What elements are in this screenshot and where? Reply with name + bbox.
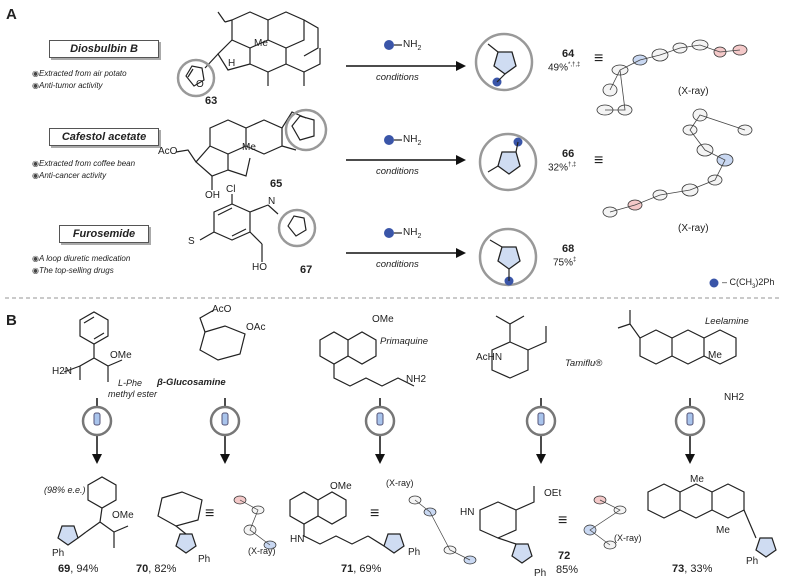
atom-label: Me	[716, 525, 730, 536]
panel-a-scheme	[5, 11, 782, 299]
product-yield: 69, 94%	[58, 563, 99, 575]
atom-label: OMe	[330, 481, 352, 492]
xray-label: (X-ray)	[678, 223, 709, 234]
equivalent-sign: ≡	[558, 512, 568, 529]
conditions-label: conditions	[376, 72, 419, 83]
reaction-arrows	[346, 65, 462, 254]
reagent-label: NH2	[403, 227, 422, 240]
product-note: (X-ray)	[248, 546, 276, 556]
atom-label-h: H	[228, 58, 236, 69]
equivalent-sign: ≡	[205, 505, 215, 522]
atom-label-ho: HO	[252, 262, 267, 273]
atom-label: OMe	[112, 510, 134, 521]
atom-label-n: N	[268, 196, 276, 207]
product-yield: 49%*,†,‡	[548, 62, 581, 74]
product-number: 64	[562, 48, 575, 60]
reagent-label: NH2	[403, 134, 422, 147]
conditions-label: conditions	[376, 166, 419, 177]
atom-label: OAc	[246, 322, 266, 333]
product-yield: 71, 69%	[341, 563, 382, 575]
atom-label: Me	[708, 350, 722, 361]
atom-label: NH2	[406, 374, 427, 385]
atom-label: OMe	[372, 314, 394, 325]
equivalent-sign: ≡	[594, 152, 604, 169]
product-yield: 32%†,‡	[548, 162, 577, 174]
compound-name-furosemide: Furosemide	[59, 225, 149, 243]
bullet-2: The top-selling drugs	[32, 265, 114, 276]
atom-label: Ph	[198, 554, 211, 565]
product-yield: 70, 82%	[136, 563, 177, 575]
atom-label: H2N	[52, 366, 73, 377]
compound-number: 67	[300, 264, 313, 276]
product-number: 68	[562, 243, 575, 255]
bullet-2: Anti-cancer activity	[32, 170, 106, 181]
product-note: (98% e.e.)	[44, 485, 86, 495]
atom-label-aco: AcO	[158, 146, 178, 157]
panel-a-letter: A	[6, 6, 17, 23]
substrate-name: Leelamine	[705, 316, 749, 327]
atom-label-cl: Cl	[226, 184, 236, 195]
product-note: (X-ray)	[386, 478, 414, 488]
product-number: 72	[558, 550, 571, 562]
atom-label-s: S	[188, 236, 195, 247]
atom-label-oh: OH	[205, 190, 220, 201]
product-yield: 85%	[556, 564, 579, 576]
reagent-label: NH2	[403, 39, 422, 52]
compound-number: 65	[270, 178, 283, 190]
atom-label: AcHN	[476, 352, 503, 363]
compound-name-cafestol: Cafestol acetate	[49, 128, 159, 146]
substrate-name-line2: methyl ester	[108, 389, 158, 399]
atom-label: OEt	[544, 488, 562, 499]
atom-label: HN	[460, 507, 475, 518]
atom-label: Ph	[52, 548, 65, 559]
atom-label: AcO	[212, 304, 232, 315]
diosbulbin-structure	[204, 11, 321, 86]
substrate-name: Tamiflu®	[565, 358, 603, 369]
photo-arrows	[81, 398, 706, 464]
substrate-name: L-Phe	[118, 378, 143, 388]
substrate-name: Primaquine	[380, 336, 429, 347]
atom-label: Ph	[408, 547, 421, 558]
compound-number: 63	[205, 95, 218, 107]
atom-label: Ph	[746, 556, 759, 567]
equivalent-sign: ≡	[370, 505, 380, 522]
equivalent-sign: ≡	[594, 50, 604, 67]
product-note: (X-ray)	[614, 533, 642, 543]
bullet-2: Anti-tumor activity	[32, 80, 103, 91]
atom-label: OMe	[110, 350, 132, 361]
panel-b-scheme	[57, 309, 777, 565]
bullet-1: Extracted from coffee bean	[32, 158, 135, 169]
bullet-1: A loop diuretic medication	[32, 253, 130, 264]
atom-label: Me	[690, 474, 704, 485]
atom-label-me: Me	[242, 142, 256, 153]
conditions-label: conditions	[376, 259, 419, 270]
product-yield: 75%‡	[553, 257, 577, 269]
atom-label: Ph	[534, 568, 547, 579]
xray-label: (X-ray)	[678, 86, 709, 97]
product-number: 66	[562, 148, 575, 160]
atom-label: NH2	[724, 392, 745, 403]
atom-label-o: O	[196, 79, 204, 90]
substrate-name: β-Glucosamine	[157, 377, 226, 388]
bullet-1: Extracted from air potato	[32, 68, 127, 79]
legend-label: – C(CH3)2Ph	[722, 277, 775, 290]
compound-name-diosbulbin: Diosbulbin B	[49, 40, 159, 58]
product-yield: 73, 33%	[672, 563, 713, 575]
atom-label: HN	[290, 534, 305, 545]
panel-b-letter: B	[6, 312, 17, 329]
atom-label-me: Me	[254, 38, 268, 49]
xray-structures	[596, 39, 753, 218]
